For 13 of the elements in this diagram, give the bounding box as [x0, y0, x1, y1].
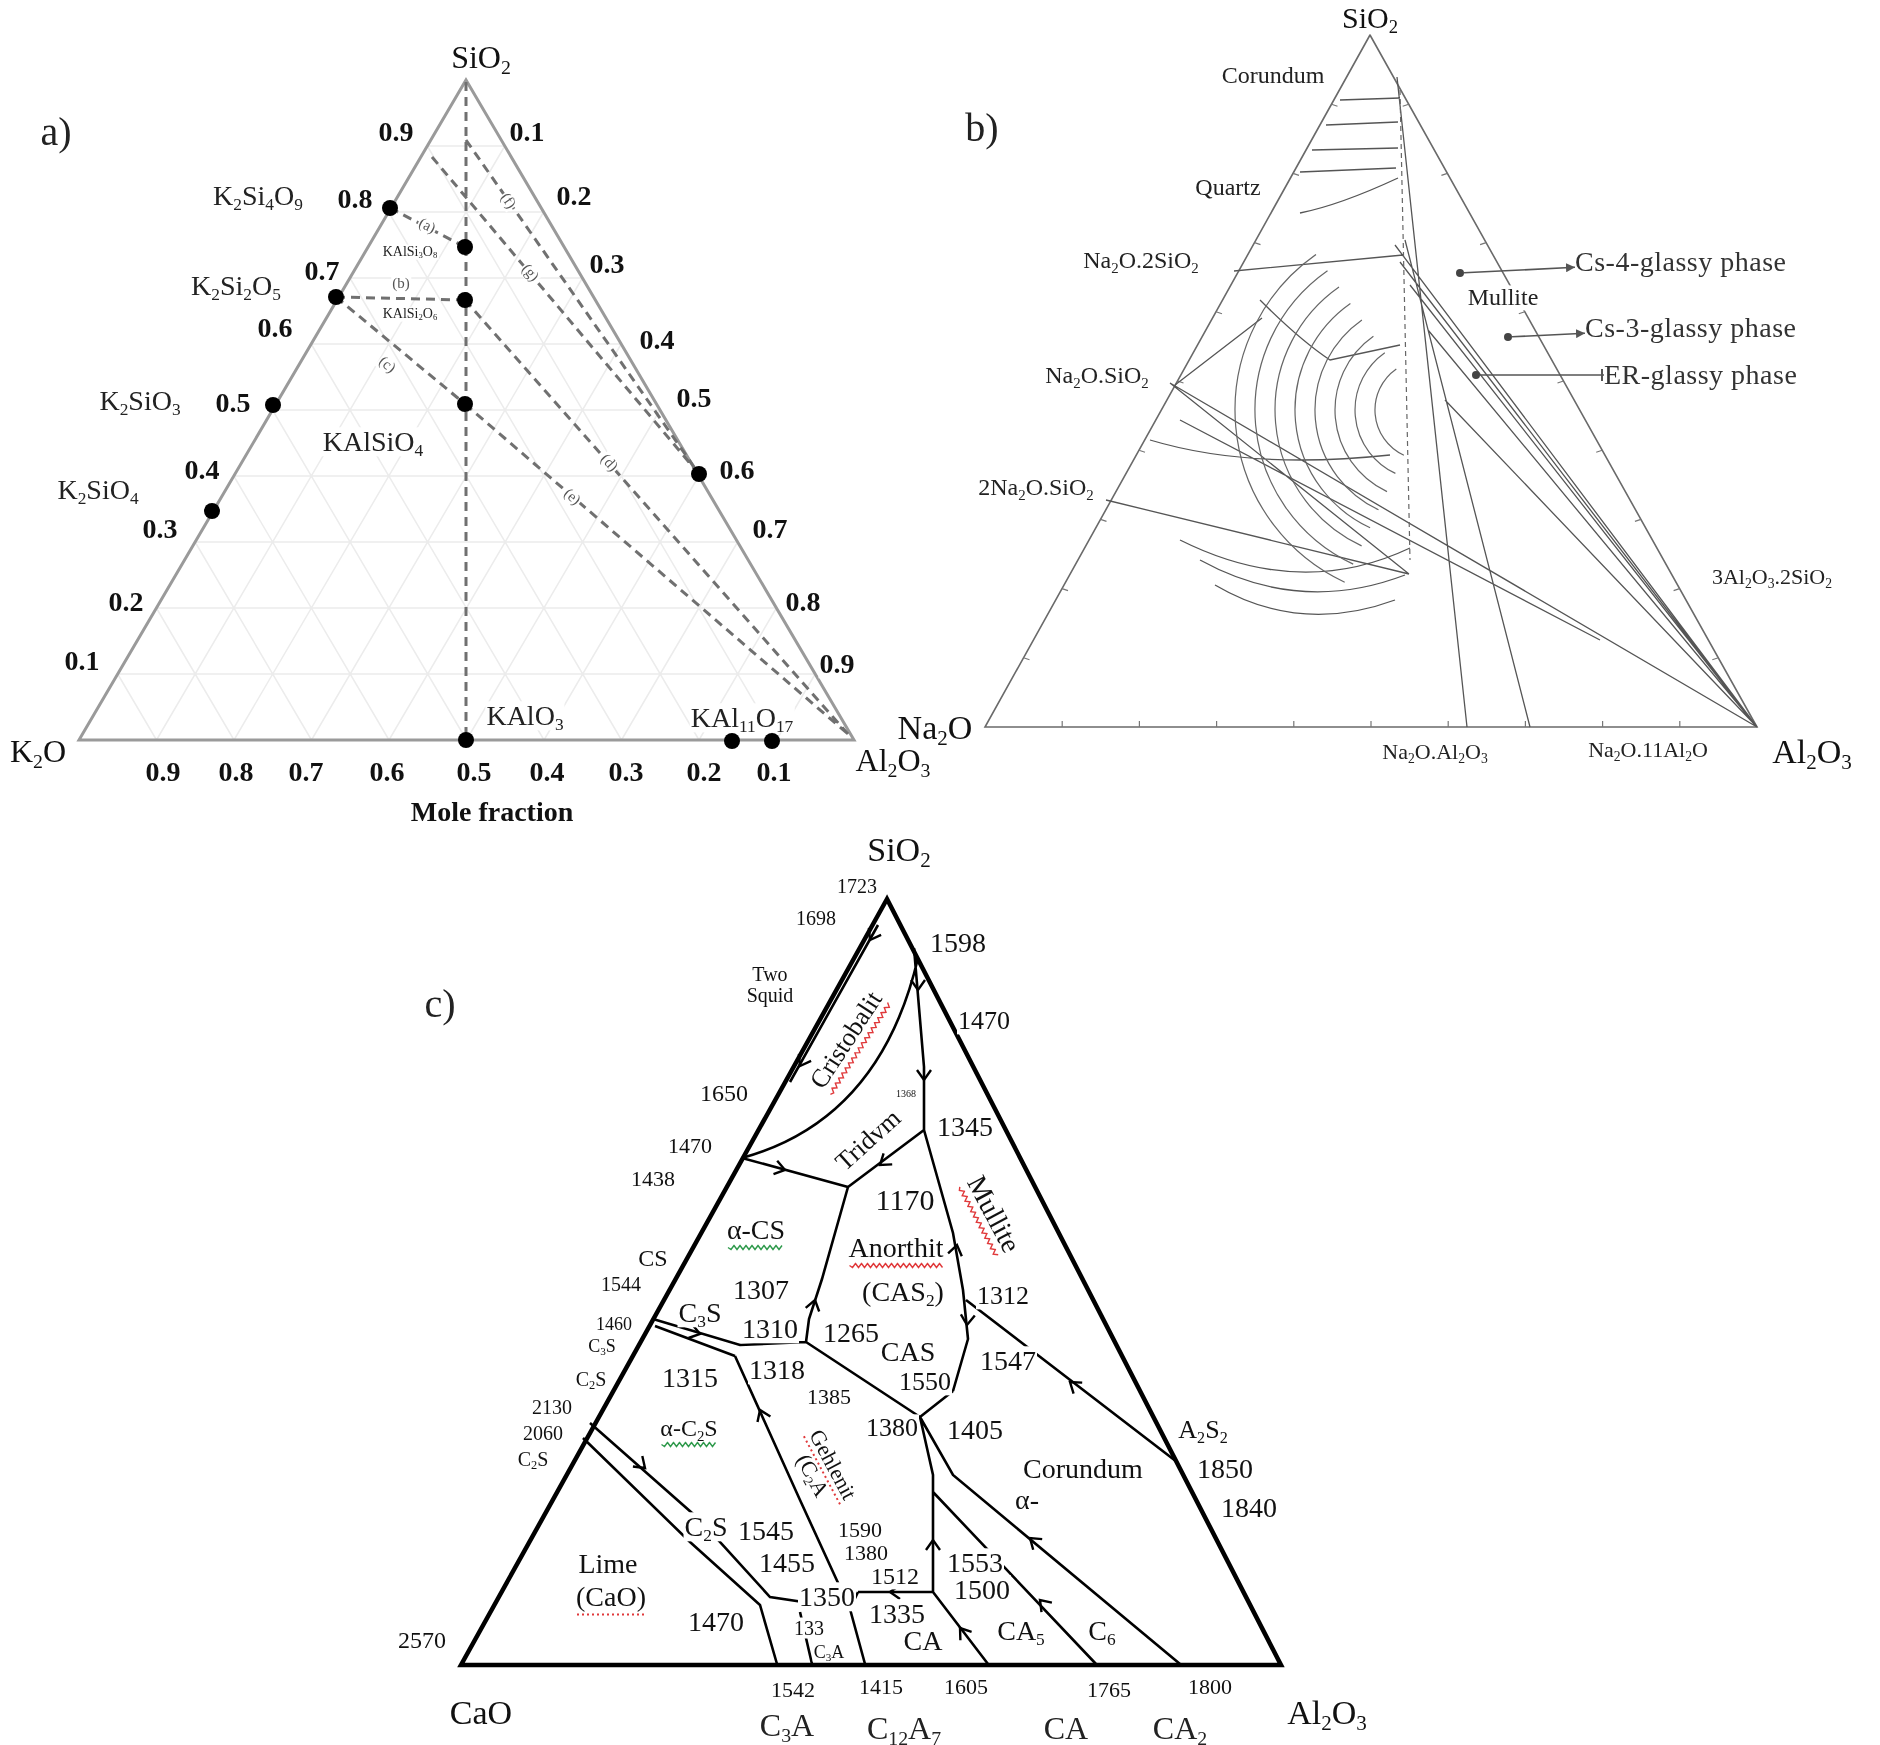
- data-point-dot: [1456, 269, 1464, 277]
- data-point-dot: [1504, 333, 1512, 341]
- leader-arrow: [1511, 329, 1586, 339]
- phase-field-label: C$_{3}$A: [812, 1642, 846, 1662]
- temperature-label: 133: [793, 1617, 825, 1639]
- temperature-label: 1368: [895, 1088, 917, 1100]
- compound-label: Mullite: [1466, 285, 1540, 311]
- phase-field-label: Two Squid: [745, 964, 795, 1006]
- temperature-label: 1350: [798, 1582, 856, 1612]
- phase-field-label: C$_{3}$S: [587, 1336, 617, 1356]
- data-point-dot: [1472, 371, 1480, 379]
- phase-field-label: C$_{2}$S: [683, 1512, 729, 1542]
- leader-arrow: [1463, 263, 1576, 274]
